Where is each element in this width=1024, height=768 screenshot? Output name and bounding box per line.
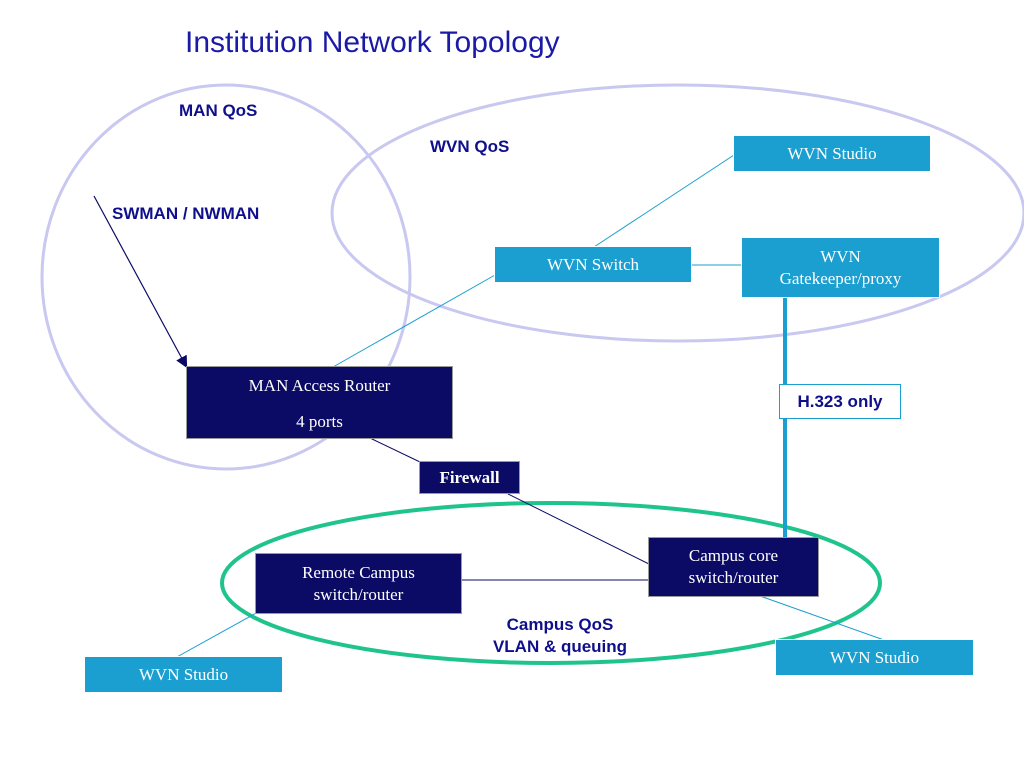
wvn-qos-region <box>330 83 1024 343</box>
wvn-studio-left[interactable]: WVN Studio <box>84 656 283 693</box>
page-title: Institution Network Topology <box>185 26 560 59</box>
swman-label: SWMAN / NWMAN <box>112 204 260 223</box>
h323-only-label: H.323 only <box>779 384 901 419</box>
campus-qos-label: Campus QoS VLAN & queuing <box>470 614 650 658</box>
campus-qos-region <box>220 501 882 665</box>
wvn-studio-right-label: WVN Studio <box>829 647 920 667</box>
campus-core-switch-router[interactable]: Campus core switch/router <box>648 537 819 597</box>
man-access-router-label-1: MAN Access Router <box>248 376 391 395</box>
campus-core-label-2: switch/router <box>688 568 779 587</box>
firewall[interactable]: Firewall <box>419 461 520 494</box>
wvn-studio-top[interactable]: WVN Studio <box>733 135 931 172</box>
wvn-studio-right[interactable]: WVN Studio <box>775 639 974 676</box>
campus-core-label-1: Campus core <box>688 546 779 565</box>
link-router-firewall <box>369 437 421 463</box>
campus-qos-label-2: VLAN & queuing <box>492 637 628 656</box>
wvn-switch[interactable]: WVN Switch <box>494 246 692 283</box>
link-switch-studio-top <box>593 154 735 248</box>
link-firewall-core <box>507 493 652 566</box>
wvn-gatekeeper[interactable]: WVN Gatekeeper/proxy <box>741 237 940 298</box>
link-remote-studio-left <box>174 611 259 659</box>
campus-qos-label-1: Campus QoS <box>506 615 614 634</box>
man-access-router[interactable]: MAN Access Router 4 ports <box>186 366 453 439</box>
wvn-switch-label: WVN Switch <box>546 254 640 274</box>
man-qos-label: MAN QoS <box>179 101 258 120</box>
wvn-studio-left-label: WVN Studio <box>138 664 229 684</box>
man-access-router-label-2: 4 ports <box>296 412 343 431</box>
firewall-label: Firewall <box>439 467 500 487</box>
wvn-qos-label: WVN QoS <box>430 137 510 156</box>
wvn-gatekeeper-label-1: WVN <box>820 246 861 266</box>
link-core-studio-right <box>759 595 885 641</box>
wvn-studio-top-label: WVN Studio <box>787 143 877 163</box>
remote-campus-label-2: switch/router <box>313 584 404 604</box>
remote-campus-label-1: Remote Campus <box>302 562 415 582</box>
remote-campus-switch-router[interactable]: Remote Campus switch/router <box>255 553 462 614</box>
man-qos-region <box>40 83 412 471</box>
link-router-switch <box>332 274 496 368</box>
wvn-gatekeeper-label-2: Gatekeeper/proxy <box>779 268 902 288</box>
swman-arrow <box>93 195 188 369</box>
